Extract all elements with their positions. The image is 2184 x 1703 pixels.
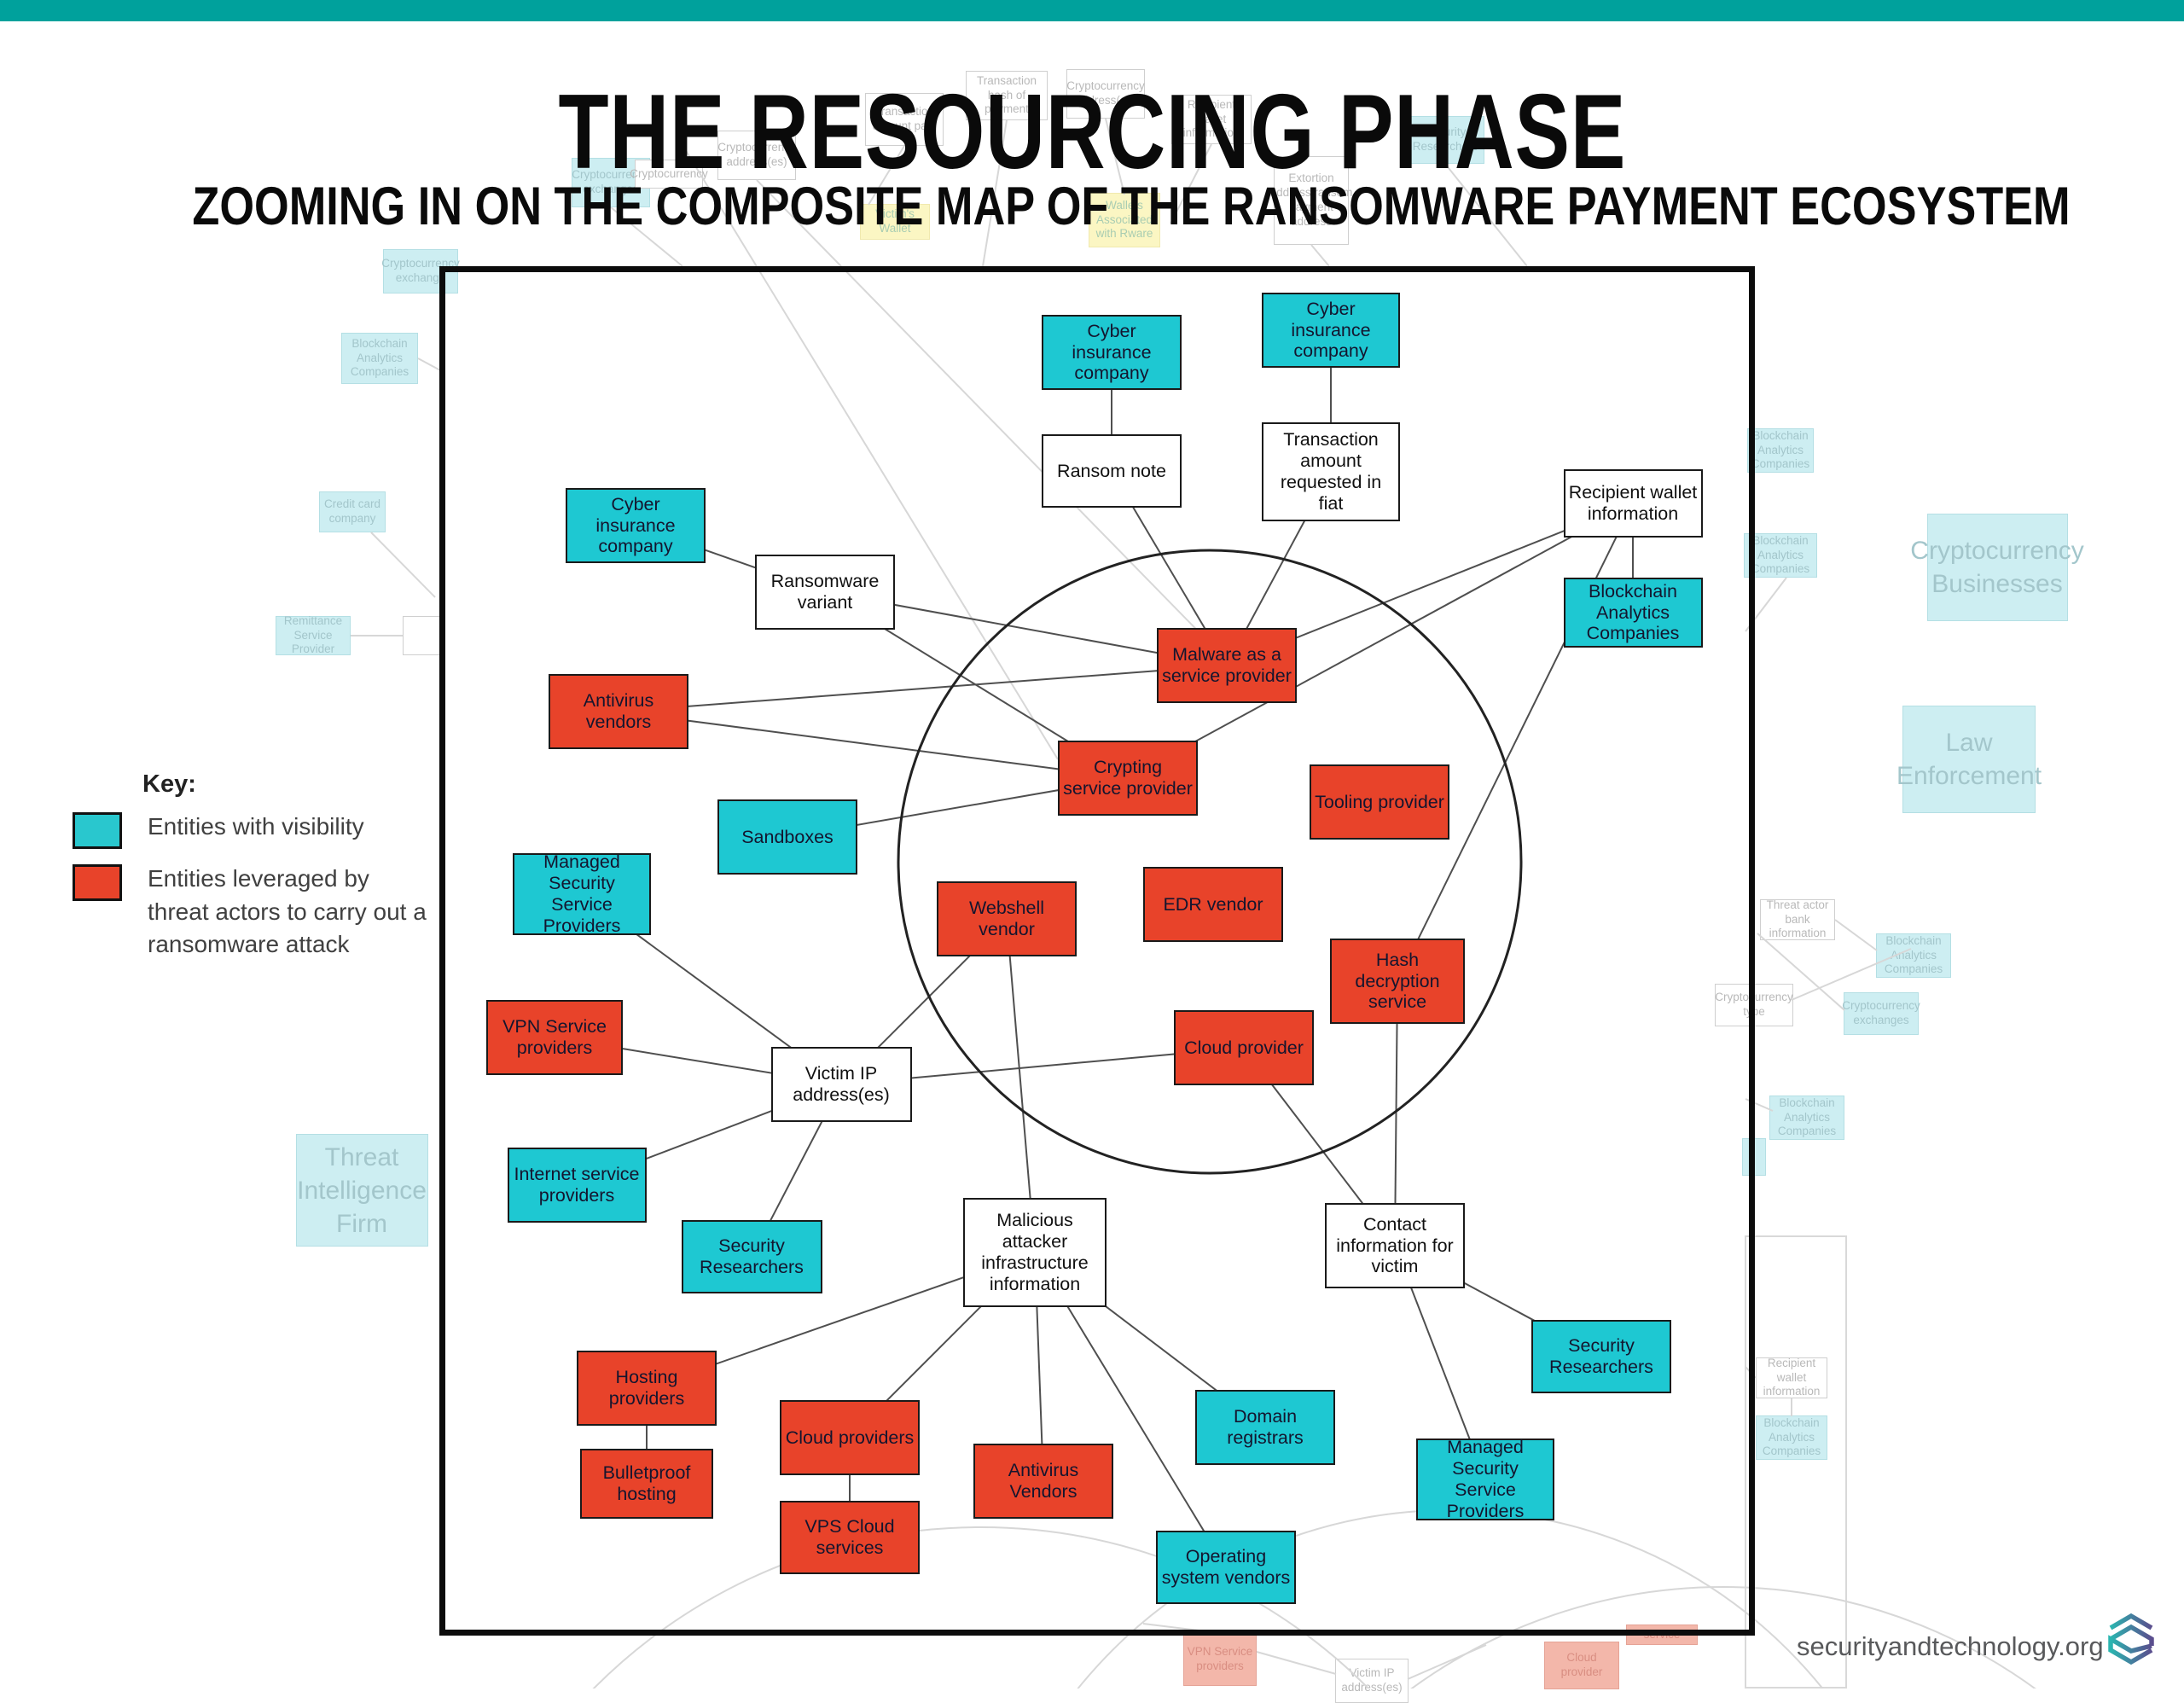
bg-transaction-hash: Transaction hash of payment [966,71,1048,120]
top-accent-bar [0,0,2184,21]
bg-vpn-faded: VPN Service providers [1183,1633,1257,1686]
node-internet-service-providers: Internet service providers [507,1148,647,1223]
node-bulletproof-hosting: Bulletproof hosting [580,1449,713,1519]
actor-services-circle [897,549,1523,1175]
legend-heading: Key: [142,770,196,798]
background-line [1834,919,1878,951]
background-arc [1410,1586,2036,1688]
node-cyber-insurance-right: Cyber insurance company [1262,293,1400,368]
bg-big-outline [1745,1235,1847,1688]
bg-recipient-wallet-right: Recipient wallet information [1756,1357,1827,1398]
bg-blockchain-left: Blockchain Analytics Companies [341,333,418,384]
diagram-frame [439,266,1755,1636]
node-tooling-provider: Tooling provider [1310,764,1449,840]
bg-threat-actor-bank: Threat actor bank information [1760,898,1835,940]
background-line [982,119,1008,267]
website-url: securityandtechnology.org [1797,1631,2104,1661]
node-vps-cloud-services: VPS Cloud services [780,1501,920,1574]
bg-transaction-amount-paid: Transaction amount paid [865,93,944,146]
bg-crypto-addresses-left: Cryptocurrency address(es) [717,131,796,180]
background-line [682,144,1059,760]
background-line [1791,948,1912,1001]
node-cyber-insurance-left: Cyber insurance company [566,488,706,563]
bg-law-enforcement: Law Enforcement [1896,706,2042,813]
page-title: THE RESOURCING PHASE [558,73,1626,191]
node-hosting-providers: Hosting providers [577,1351,717,1426]
bg-recipient-wallet-top: Recipient wallet information [1171,95,1252,144]
background-line [1757,933,1845,1011]
bg-crypto-exchange-corner: Cryptocurrency exchange [381,249,460,294]
bg-wallets-associated: Wallets Associated with Rware [1089,193,1160,247]
node-operating-system-vendors: Operating system vendors [1156,1531,1296,1604]
ist-chevron-logo-icon [2108,1613,2154,1665]
node-antivirus-vendors-bottom: Antivirus Vendors [973,1444,1113,1519]
node-malicious-attacker-infra: Malicious attacker infrastructure inform… [963,1198,1107,1307]
bg-threat-intel-firm: Threat Intelligence Firm [295,1134,428,1247]
node-sandboxes: Sandboxes [717,799,857,875]
node-hash-decryption-service: Hash decryption service [1330,939,1465,1024]
bg-crypto-exchanges-right: Cryptocurrency exchanges [1842,992,1920,1035]
page-subtitle: ZOOMING IN ON THE COMPOSITE MAP OF THE R… [192,177,2071,236]
bg-security-researchers-top: Security Researchers [1406,116,1484,164]
background-line [1105,118,1125,195]
background-line [417,357,441,371]
legend-item-visibility: Entities with visibility [73,811,448,849]
node-cloud-providers: Cloud providers [780,1400,920,1475]
bg-crypto-addresses-top: Cryptocurrency address(es) [1066,69,1145,119]
edge-hash-decryption-service--contact-information-victim [1394,980,1398,1247]
legend-item-leveraged: Entities leveraged by threat actors to c… [73,863,448,962]
bg-cloud-provider-faded: Cloud provider [1544,1642,1619,1689]
bg-cryptocurrency-small: Cryptocurrency [630,160,708,189]
node-security-researchers-right: Security Researchers [1531,1320,1671,1393]
node-malware-service-provider: Malware as a service provider [1157,628,1297,703]
bg-blockchain-r2: Blockchain Analytics Companies [1744,533,1817,578]
node-webshell-vendor: Webshell vendor [937,881,1077,956]
visibility-color-swatch [73,812,122,849]
node-security-researchers-left: Security Researchers [681,1220,822,1293]
bg-blockchain-r5: Blockchain Analytics Companies [1756,1415,1827,1460]
node-vpn-service-providers: VPN Service providers [486,1000,623,1075]
edge-antivirus-vendors-top--crypting-service-provider [618,711,1129,779]
node-victim-ip: Victim IP address(es) [770,1047,912,1122]
node-recipient-wallet: Recipient wallet information [1563,469,1703,538]
bg-victims-wallet: Victim's Wallet [860,204,930,240]
background-line [1444,163,1528,267]
node-contact-information-victim: Contact information for victim [1325,1203,1465,1288]
bg-blockchain-r1: Blockchain Analytics Companies [1747,428,1814,473]
background-line [1256,1651,1337,1675]
background-line [370,532,436,598]
node-edr-vendor: EDR vendor [1143,867,1283,942]
node-mssp-right: Managed Security Service Providers [1416,1437,1554,1521]
background-line [610,206,683,267]
background-line [1170,143,1212,224]
node-transaction-amount-fiat: Transaction amount requested in fiat [1262,422,1400,521]
edge-webshell-vendor--malicious-attacker-infra [1006,918,1036,1253]
background-line [756,179,1223,656]
leveraged-color-swatch [73,864,122,901]
legend-label: Entities leveraged by threat actors to c… [148,865,427,958]
bg-extortion-address: Extortion address/ransom payment address [1270,156,1352,245]
node-cyber-insurance-mid: Cyber insurance company [1042,315,1182,390]
bg-blockchain-r3: Blockchain Analytics Companies [1876,933,1951,978]
node-crypting-service-provider: Crypting service provider [1058,741,1198,816]
node-mssp-left: Managed Security Service Providers [513,852,651,936]
background-line [1310,244,1330,267]
bg-remittance-provider: Remittance Service Provider [276,614,351,655]
edge-crypting-service-provider--recipient-wallet [1127,503,1634,779]
background-line [868,145,905,206]
node-blockchain-analytics: Blockchain Analytics Companies [1563,578,1703,648]
bg-blockchain-r4: Blockchain Analytics Companies [1769,1096,1844,1140]
node-cloud-provider: Cloud provider [1174,1010,1314,1085]
edge-antivirus-vendors-top--malware-service-provider [618,665,1228,712]
node-ransom-note: Ransom note [1042,434,1182,508]
node-domain-registrars: Domain registrars [1195,1390,1335,1465]
bg-credit-card-company: Credit card company [319,491,386,532]
node-antivirus-vendors-top: Antivirus vendors [549,674,688,749]
legend-label: Entities with visibility [148,813,364,840]
bg-crypto-businesses: Cryptocurrency Businesses [1910,514,2084,621]
legend: Key: Entities with visibility Entities l… [73,770,448,975]
node-ransomware-variant: Ransomware variant [755,555,895,630]
background-arc [592,1526,1370,1688]
